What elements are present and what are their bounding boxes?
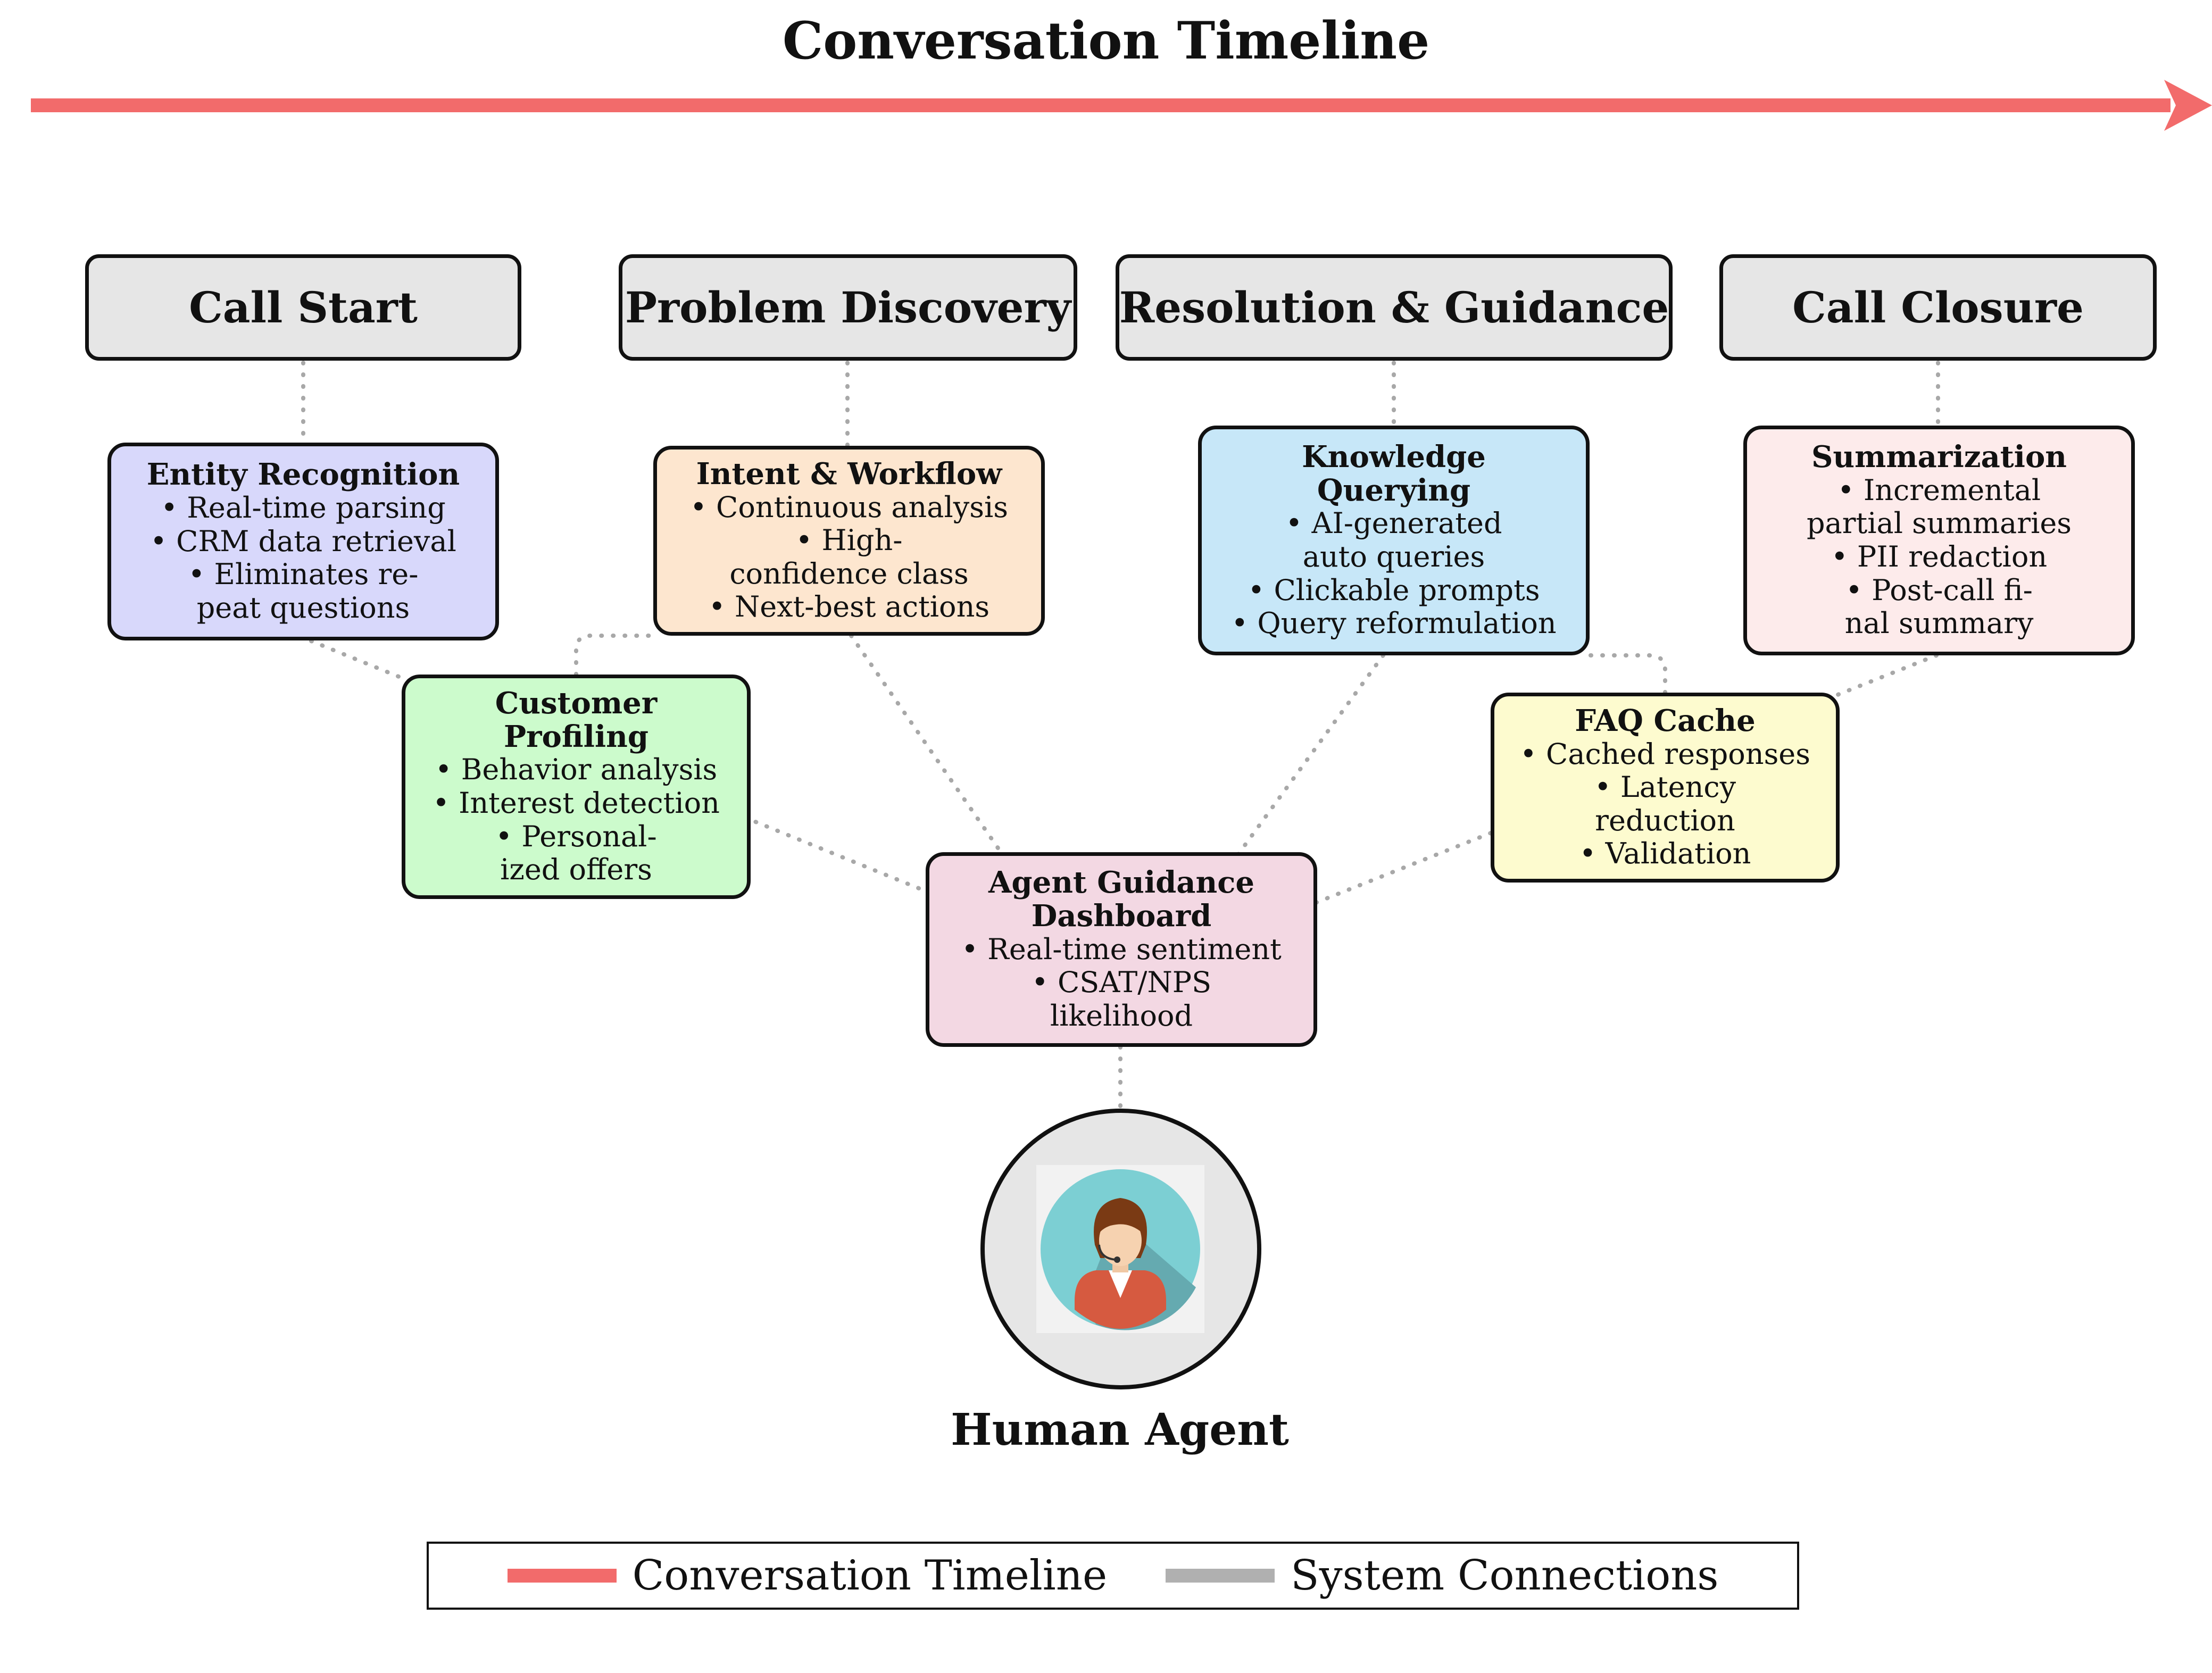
module-title: Summarization — [1811, 439, 2067, 475]
headset-agent-icon — [1036, 1165, 1204, 1333]
module-feature: Real-time sentiment — [961, 933, 1282, 967]
phase-label: Resolution & Guidance — [1119, 282, 1669, 332]
legend-label-timeline: Conversation Timeline — [632, 1552, 1108, 1600]
module-title: Intent & Workflow — [696, 456, 1002, 492]
module-feature-list: Continuous analysisHigh-confidence class… — [690, 490, 1008, 625]
module-feature: Query reformulation — [1231, 607, 1556, 640]
module-feature: Next-best actions — [690, 590, 1008, 624]
module-feature: Clickable prompts — [1231, 573, 1556, 607]
module-entity-recognition: Entity RecognitionReal-time parsingCRM d… — [107, 443, 499, 640]
module-feature: Cached responses — [1520, 737, 1810, 771]
module-faq-cache: FAQ CacheCached responsesLatencyreductio… — [1491, 693, 1840, 883]
module-summarization: SummarizationIncrementalpartial summarie… — [1743, 426, 2135, 655]
module-feature: Behavior analysis — [433, 753, 720, 787]
module-customer-profiling: CustomerProfilingBehavior analysisIntere… — [402, 675, 751, 899]
module-feature: High-confidence class — [690, 523, 1008, 590]
module-feature: Continuous analysis — [690, 490, 1008, 525]
module-agent-guidance-dashboard: Agent GuidanceDashboardReal-time sentime… — [926, 852, 1317, 1047]
module-title: FAQ Cache — [1575, 703, 1756, 738]
module-feature: PII redaction — [1807, 540, 2072, 574]
legend-item-connections: System Connections — [1166, 1552, 1718, 1600]
module-title: Entity Recognition — [146, 457, 460, 493]
legend-swatch-timeline — [507, 1569, 617, 1583]
link-knowledge-faq — [1589, 653, 1667, 695]
human-agent-label: Human Agent — [951, 1404, 1289, 1455]
module-feature: Real-time parsing — [150, 491, 456, 525]
module-feature-list: Behavior analysisInterest detectionPerso… — [433, 753, 720, 887]
phase-call-start: Call Start — [85, 254, 521, 361]
link-knowledge-dashboard — [1227, 653, 1385, 869]
phase-label: Problem Discovery — [625, 282, 1071, 332]
module-feature: Eliminates re-peat questions — [150, 557, 456, 625]
module-feature: Validation — [1520, 837, 1810, 871]
phase-problem-discovery: Problem Discovery — [619, 254, 1077, 361]
module-feature: CRM data retrieval — [150, 525, 456, 559]
timeline-arrow-head — [2164, 80, 2212, 131]
module-feature: Post-call fi-nal summary — [1807, 573, 2072, 640]
legend-swatch-connections — [1166, 1569, 1275, 1583]
module-feature-list: Real-time parsingCRM data retrievalElimi… — [150, 491, 456, 625]
diagram-title: Conversation Timeline — [782, 11, 1430, 71]
module-feature: Personal-ized offers — [433, 820, 720, 887]
legend-label-connections: System Connections — [1291, 1552, 1719, 1600]
legend-item-timeline: Conversation Timeline — [507, 1552, 1108, 1600]
module-feature-list: Cached responsesLatencyreductionValidati… — [1520, 737, 1810, 871]
link-profiling-intent — [574, 634, 656, 677]
phase-label: Call Closure — [1792, 282, 2084, 332]
legend: Conversation Timeline System Connections — [427, 1542, 1799, 1610]
link-intent-dashboard — [849, 634, 1002, 853]
module-feature: Interest detection — [433, 786, 720, 820]
phase-call-closure: Call Closure — [1719, 254, 2157, 361]
module-intent-workflow: Intent & WorkflowContinuous analysisHigh… — [653, 446, 1045, 636]
phase-label: Call Start — [189, 282, 418, 332]
phase-resolution-guidance: Resolution & Guidance — [1116, 254, 1673, 361]
